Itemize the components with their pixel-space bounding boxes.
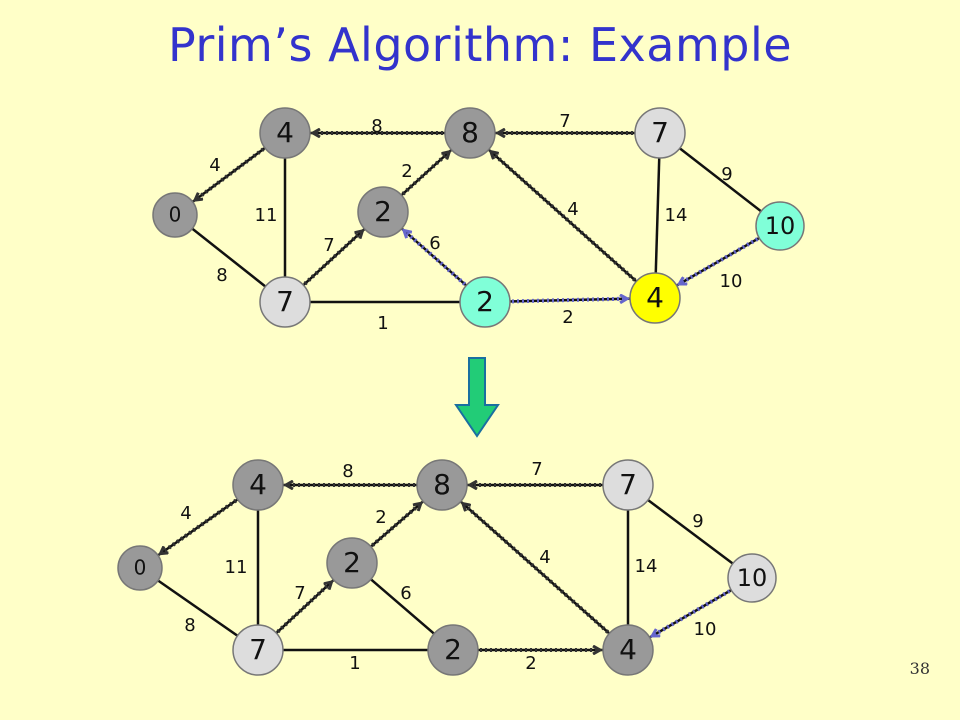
parent-pointer-g-to-i: [405, 231, 467, 286]
node-g: [427, 624, 479, 676]
edge-weight-c-i: 2: [401, 161, 412, 182]
edge-weight-g-f: 2: [525, 653, 536, 674]
node-i: [357, 186, 409, 238]
node-key-d: 7: [651, 116, 669, 149]
node-d: [634, 107, 686, 159]
edge-weight-i-g: 6: [429, 233, 440, 254]
node-key-h: 7: [276, 285, 294, 318]
down-arrow-icon: [454, 357, 500, 438]
edge-weight-d-e: 9: [721, 164, 732, 185]
node-g: [459, 276, 511, 328]
node-e: [727, 553, 777, 603]
slide-title: Prim’s Algorithm: Example: [167, 18, 793, 72]
edge-weight-c-f: 4: [567, 199, 578, 220]
node-key-i: 2: [374, 195, 392, 228]
edge-weight-c-f: 4: [539, 547, 550, 568]
edge-weight-a-h: 8: [184, 615, 195, 636]
node-key-h: 7: [249, 633, 267, 666]
node-key-d: 7: [619, 468, 637, 501]
node-a: [152, 192, 198, 238]
edge-weight-b-c: 8: [342, 461, 353, 482]
edge-weight-g-f: 2: [562, 307, 573, 328]
node-h: [232, 624, 284, 676]
node-key-f: 4: [619, 633, 637, 666]
node-key-e: 10: [737, 564, 768, 592]
node-key-i: 2: [343, 546, 361, 579]
parent-pointer-f-to-c: [464, 504, 610, 634]
node-key-b: 4: [276, 116, 294, 149]
parent-pointer-i-to-c: [401, 152, 449, 196]
edge-weight-d-f: 14: [665, 205, 688, 226]
edge-weight-a-b: 4: [209, 155, 220, 176]
edge-d-f: [653, 132, 662, 299]
edge-weight-b-h: 11: [225, 557, 248, 578]
edge-weight-e-f: 10: [720, 271, 743, 292]
parent-pointer-i-to-c: [371, 504, 420, 547]
edge-weight-c-d: 7: [531, 459, 542, 480]
node-key-g: 2: [476, 285, 494, 318]
edge-weight-h-i: 7: [323, 235, 334, 256]
node-key-c: 8: [433, 468, 451, 501]
node-f: [629, 272, 681, 324]
node-d: [602, 459, 654, 511]
edge-weight-a-h: 8: [216, 265, 227, 286]
node-b: [259, 107, 311, 159]
edge-weight-h-i: 7: [294, 583, 305, 604]
edge-weight-b-c: 8: [371, 116, 382, 137]
edge-weight-c-i: 2: [375, 507, 386, 528]
node-c: [444, 107, 496, 159]
edge-weight-i-g: 6: [400, 583, 411, 604]
node-key-a: 0: [169, 203, 182, 227]
node-a: [117, 545, 163, 591]
parent-pointer-f-to-c: [492, 152, 637, 282]
node-h: [259, 276, 311, 328]
edge-weight-d-e: 9: [692, 511, 703, 532]
parent-pointer-h-to-i: [276, 583, 331, 634]
edge-weight-d-f: 14: [635, 556, 658, 577]
edge-weight-c-d: 7: [559, 111, 570, 132]
node-key-c: 8: [461, 116, 479, 149]
parent-pointer-b-to-a: [196, 147, 265, 199]
slide-number: 38: [909, 659, 930, 678]
node-key-a: 0: [134, 556, 147, 580]
node-key-g: 2: [444, 633, 462, 666]
parent-pointer-b-to-a: [161, 498, 238, 554]
node-key-b: 4: [249, 468, 267, 501]
edge-weight-h-g: 1: [349, 653, 360, 674]
node-key-f: 4: [646, 281, 664, 314]
edge-weight-a-b: 4: [180, 503, 191, 524]
graph-before: 4 8 11 8 2 7 4 9 14 10 7 1 6 2 0 4 8 7 10 4 2 7 2: [152, 107, 805, 334]
node-c: [416, 459, 468, 511]
node-key-e: 10: [765, 212, 796, 240]
edge-d-e: [627, 484, 753, 579]
edge-weight-b-h: 11: [255, 205, 278, 226]
parent-pointer-g-to-f: [511, 299, 626, 302]
node-b: [232, 459, 284, 511]
node-i: [326, 537, 378, 589]
edge-weight-h-g: 1: [377, 313, 388, 334]
graph-after: 4 8 11 8 2 7 4 9 14 10 7 1 6 2 0 4 8 7 10 4 2 7 2: [117, 459, 777, 676]
edge-weight-e-f: 10: [694, 619, 717, 640]
node-e: [755, 201, 805, 251]
node-f: [602, 624, 654, 676]
